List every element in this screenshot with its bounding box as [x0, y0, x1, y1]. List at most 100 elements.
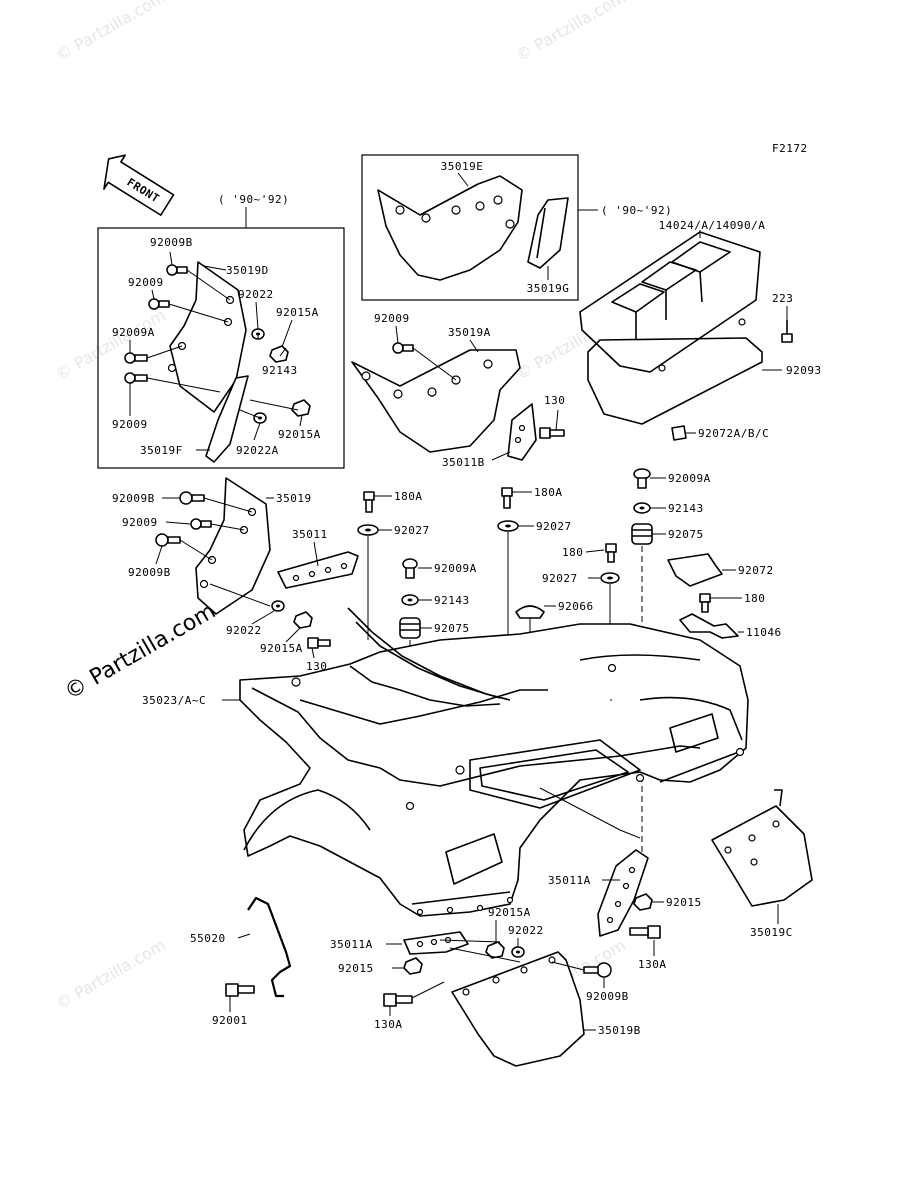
part-35011A-left	[403, 931, 469, 955]
part-35019C	[711, 789, 813, 907]
label-92143-c: 92143	[668, 502, 704, 515]
label-92009B-d: 92009B	[586, 990, 629, 1003]
label-92093: 92093	[786, 364, 822, 377]
label-92009B-c: 92009B	[128, 566, 171, 579]
bolt-130A-right	[629, 925, 661, 939]
label-35011B: 35011B	[442, 456, 485, 469]
part-35019B	[451, 951, 585, 1067]
label-92072ABC: 92072A/B/C	[698, 427, 769, 440]
early-model-box-left	[97, 227, 345, 469]
watermark: © Partzilla.com	[53, 305, 169, 383]
label-92009-d: 92009	[122, 516, 158, 529]
part-35019E	[377, 175, 523, 281]
part-35023-fender	[239, 607, 749, 917]
bolt-92009A-box	[124, 352, 148, 364]
bolt-130-a	[539, 427, 565, 439]
label-35019C: 35019C	[750, 926, 793, 939]
bolt-130A-left	[383, 993, 413, 1007]
part-11046-bracket	[679, 613, 739, 639]
label-92015-a: 92015	[666, 896, 702, 909]
watermark: © Partzilla.com	[53, 0, 169, 65]
watermark: © Partzilla.com	[53, 935, 169, 1013]
label-92009B-top: 92009B	[150, 236, 193, 249]
part-223-screw	[781, 320, 793, 343]
label-92009-a: 92009	[128, 276, 164, 289]
label-130-a: 130	[544, 394, 565, 407]
label-92027-a: 92027	[394, 524, 430, 537]
label-92075-a: 92075	[434, 622, 470, 635]
label-92015A-d: 92015A	[488, 906, 531, 919]
label-35011A-a: 35011A	[548, 874, 591, 887]
part-35019F	[205, 375, 249, 463]
watermark-group: © Partzilla.com © Partzilla.com © Partzi…	[53, 0, 629, 1013]
bolt-130-b	[307, 637, 331, 649]
label-223: 223	[772, 292, 793, 305]
cap-92066	[515, 605, 545, 619]
label-92001: 92001	[212, 1014, 248, 1027]
label-92015A-a: 92015A	[276, 306, 319, 319]
label-92027-c: 92027	[542, 572, 578, 585]
nut-92015-left	[403, 957, 423, 975]
part-14024-cover	[579, 231, 761, 373]
label-35019: 35019	[276, 492, 312, 505]
label-35019G: 35019G	[527, 282, 570, 295]
bolt-92009B-box	[166, 264, 188, 276]
washer-92022-bottom	[511, 946, 525, 958]
label-92009A-b: 92009A	[434, 562, 477, 575]
label-35011A-b: 35011A	[330, 938, 373, 951]
grommet-92075-right	[631, 523, 653, 545]
part-92093-seal	[587, 337, 763, 425]
label-35019B: 35019B	[598, 1024, 641, 1037]
bolt-92009-box-b	[124, 372, 148, 384]
label-35019D: 35019D	[226, 264, 269, 277]
label-92022A: 92022A	[236, 444, 279, 457]
label-92075-b: 92075	[668, 528, 704, 541]
label-92009-b: 92009	[112, 418, 148, 431]
label-92009A-c: 92009A	[668, 472, 711, 485]
label-92022-a: 92022	[238, 288, 274, 301]
bolt-92009A-center	[402, 558, 418, 579]
bolt-92009B-left-b	[155, 533, 181, 547]
label-92022-b: 92022	[226, 624, 262, 637]
label-92072: 92072	[738, 564, 774, 577]
label-180-b: 180	[744, 592, 765, 605]
label-92009B-b: 92009B	[112, 492, 155, 505]
label-92015-b: 92015	[338, 962, 374, 975]
label-92009A-a: 92009A	[112, 326, 155, 339]
grommet-92075-center	[399, 617, 421, 639]
label-35019E: 35019E	[441, 160, 484, 173]
watermark: © Partzilla.com	[513, 0, 629, 65]
label-92015A-c: 92015A	[260, 642, 303, 655]
label-130A-a: 130A	[638, 958, 667, 971]
bolt-180-a	[605, 543, 617, 563]
bolt-180-b	[699, 593, 711, 613]
washer-92022-left	[271, 600, 285, 612]
part-35019D	[167, 261, 247, 413]
front-arrow: FRONT	[103, 154, 175, 216]
part-35019G	[527, 197, 569, 269]
label-35019F: 35019F	[140, 444, 183, 457]
early-model-box-top	[361, 154, 579, 301]
bolt-92009A-right	[633, 468, 651, 489]
year-note-left: ( '90~'92)	[218, 193, 289, 206]
bolt-92009B-bottom	[583, 962, 612, 978]
label-35019A: 35019A	[448, 326, 491, 339]
washer-92143-center	[401, 594, 419, 606]
part-35011A-right	[597, 849, 649, 937]
year-note-right: ( '90~'92)	[601, 204, 672, 217]
bolt-92009-35019A	[392, 342, 414, 354]
label-180A-a: 180A	[394, 490, 423, 503]
bolt-92009B-left-a	[179, 491, 205, 505]
label-130A-b: 130A	[374, 1018, 403, 1031]
label-35011: 35011	[292, 528, 328, 541]
part-92072ABC-pad	[671, 425, 687, 441]
label-92015A-b: 92015A	[278, 428, 321, 441]
part-35011	[277, 551, 359, 589]
bolt-180A-a	[363, 491, 375, 513]
nut-92015A-box-b	[291, 399, 311, 417]
figure-code: F2172	[772, 142, 808, 155]
bolt-180A-b	[501, 487, 513, 509]
label-92066: 92066	[558, 600, 594, 613]
washer-92027-b	[497, 520, 519, 532]
